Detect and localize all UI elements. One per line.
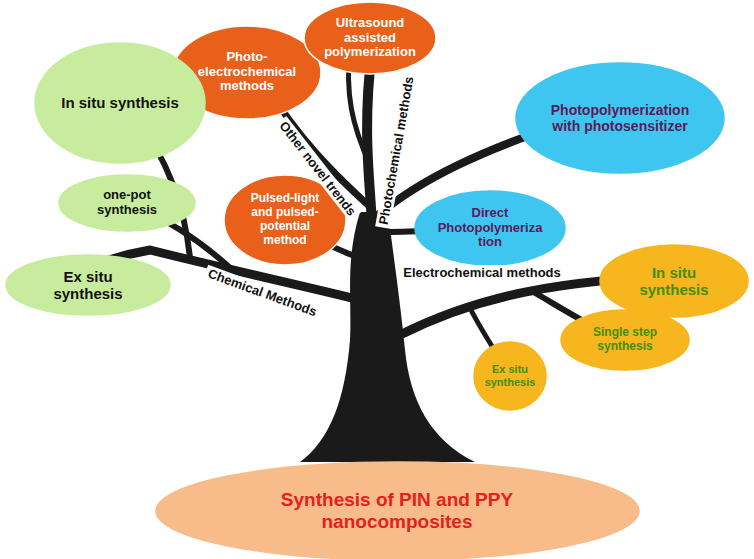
node-text: Pulsed-light and pulsed-potential method [242,192,329,247]
node-text: Ex situ synthesis [30,268,146,303]
ellipse-node: Photopolymerization with photosensitizer [515,62,725,174]
ellipse-node: Ex situ synthesis [5,254,171,316]
ellipse-node: Single step synthesis [560,309,690,371]
ellipse-node: Ultrasound assisted polymerization [303,1,437,75]
node-text: In situ synthesis [60,94,180,111]
node-text: Ex situ synthesis [484,363,536,388]
branch-label: Electrochemical methods [400,265,564,280]
node-text: In situ synthesis [622,264,727,299]
node-text: Photo-electrochemical methods [195,50,300,95]
node-text: Single step synthesis [580,326,671,354]
node-text: Direct Photopolymerization [437,206,543,251]
ellipse-node: Direct Photopolymerization [414,190,566,266]
node-text: Photopolymerization with photosensitizer [547,102,694,134]
node-text: Synthesis of PIN and PPY nanocomposites [227,489,567,533]
ellipse-node: In situ synthesis [34,42,206,164]
ellipse-node: In situ synthesis [599,244,749,318]
node-text: one-pot synthesis [79,188,176,218]
ellipse-node: Ex situ synthesis [473,341,547,411]
node-text: Ultrasound assisted polymerization [323,16,417,61]
ellipse-node: Synthesis of PIN and PPY nanocomposites [155,461,640,559]
ellipse-node: one-pot synthesis [58,174,196,232]
